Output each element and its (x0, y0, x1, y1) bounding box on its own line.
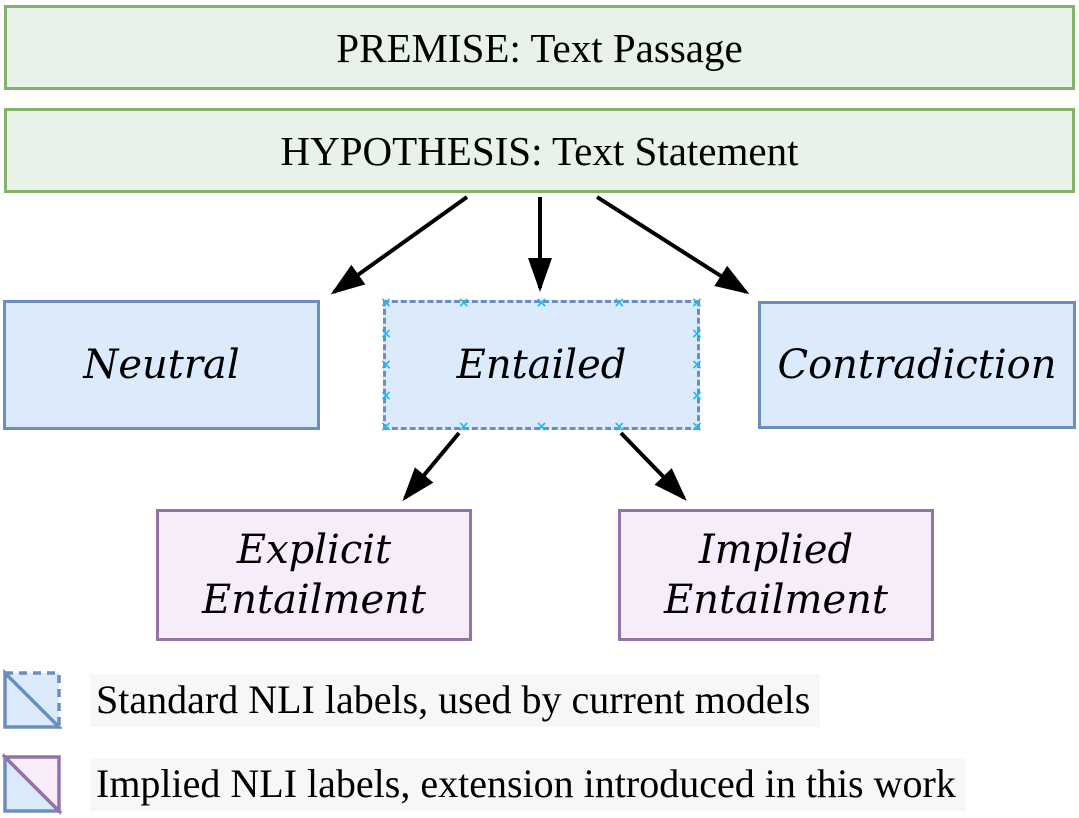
arrow-hypothesis-to-neutral (334, 197, 467, 292)
connection-point-icon: × (691, 389, 703, 403)
connection-point-icon: × (691, 327, 703, 341)
explicit-entailment-box: Explicit Entailment (156, 509, 472, 641)
connection-point-icon: × (613, 296, 625, 310)
arrow-entailed-to-explicit (405, 433, 459, 498)
neutral-box: Neutral (3, 300, 320, 430)
connection-point-icon: × (691, 420, 703, 434)
implied-entailment-box: Implied Entailment (618, 509, 934, 641)
connection-point-icon: × (613, 420, 625, 434)
connection-point-icon: × (380, 327, 392, 341)
arrow-entailed-to-implied (621, 433, 684, 498)
connection-point-icon: × (380, 296, 392, 310)
premise-label: PREMISE: Text Passage (336, 24, 742, 72)
legend-item-standard: Standard NLI labels, used by current mod… (2, 669, 820, 731)
arrow-hypothesis-to-contradiction (597, 197, 746, 292)
connection-point-icon: × (691, 358, 703, 372)
standard-nli-swatch-icon (2, 669, 62, 731)
entailed-label: Entailed (457, 342, 627, 388)
connection-point-icon: × (536, 420, 548, 434)
connection-point-icon: × (458, 420, 470, 434)
connection-point-icon: × (691, 296, 703, 310)
connection-point-icon: × (536, 296, 548, 310)
connection-point-icon: × (458, 296, 470, 310)
explicit-entailment-label: Explicit Entailment (189, 525, 439, 625)
legend-label-standard: Standard NLI labels, used by current mod… (90, 674, 820, 727)
hypothesis-label: HYPOTHESIS: Text Statement (281, 127, 799, 175)
implied-entailment-label: Implied Entailment (651, 525, 901, 625)
neutral-label: Neutral (83, 342, 239, 388)
connection-point-icon: × (380, 420, 392, 434)
hypothesis-box: HYPOTHESIS: Text Statement (4, 108, 1075, 193)
implied-nli-swatch-icon (2, 753, 62, 815)
premise-box: PREMISE: Text Passage (4, 5, 1075, 90)
connection-point-icon: × (380, 358, 392, 372)
legend-label-implied: Implied NLI labels, extension introduced… (90, 758, 966, 811)
connection-point-icon: × (380, 389, 392, 403)
contradiction-box: Contradiction (758, 301, 1076, 429)
contradiction-label: Contradiction (777, 342, 1056, 388)
entailed-box: Entailed ×××××××××××××××× (383, 300, 700, 430)
legend-item-implied: Implied NLI labels, extension introduced… (2, 753, 966, 815)
